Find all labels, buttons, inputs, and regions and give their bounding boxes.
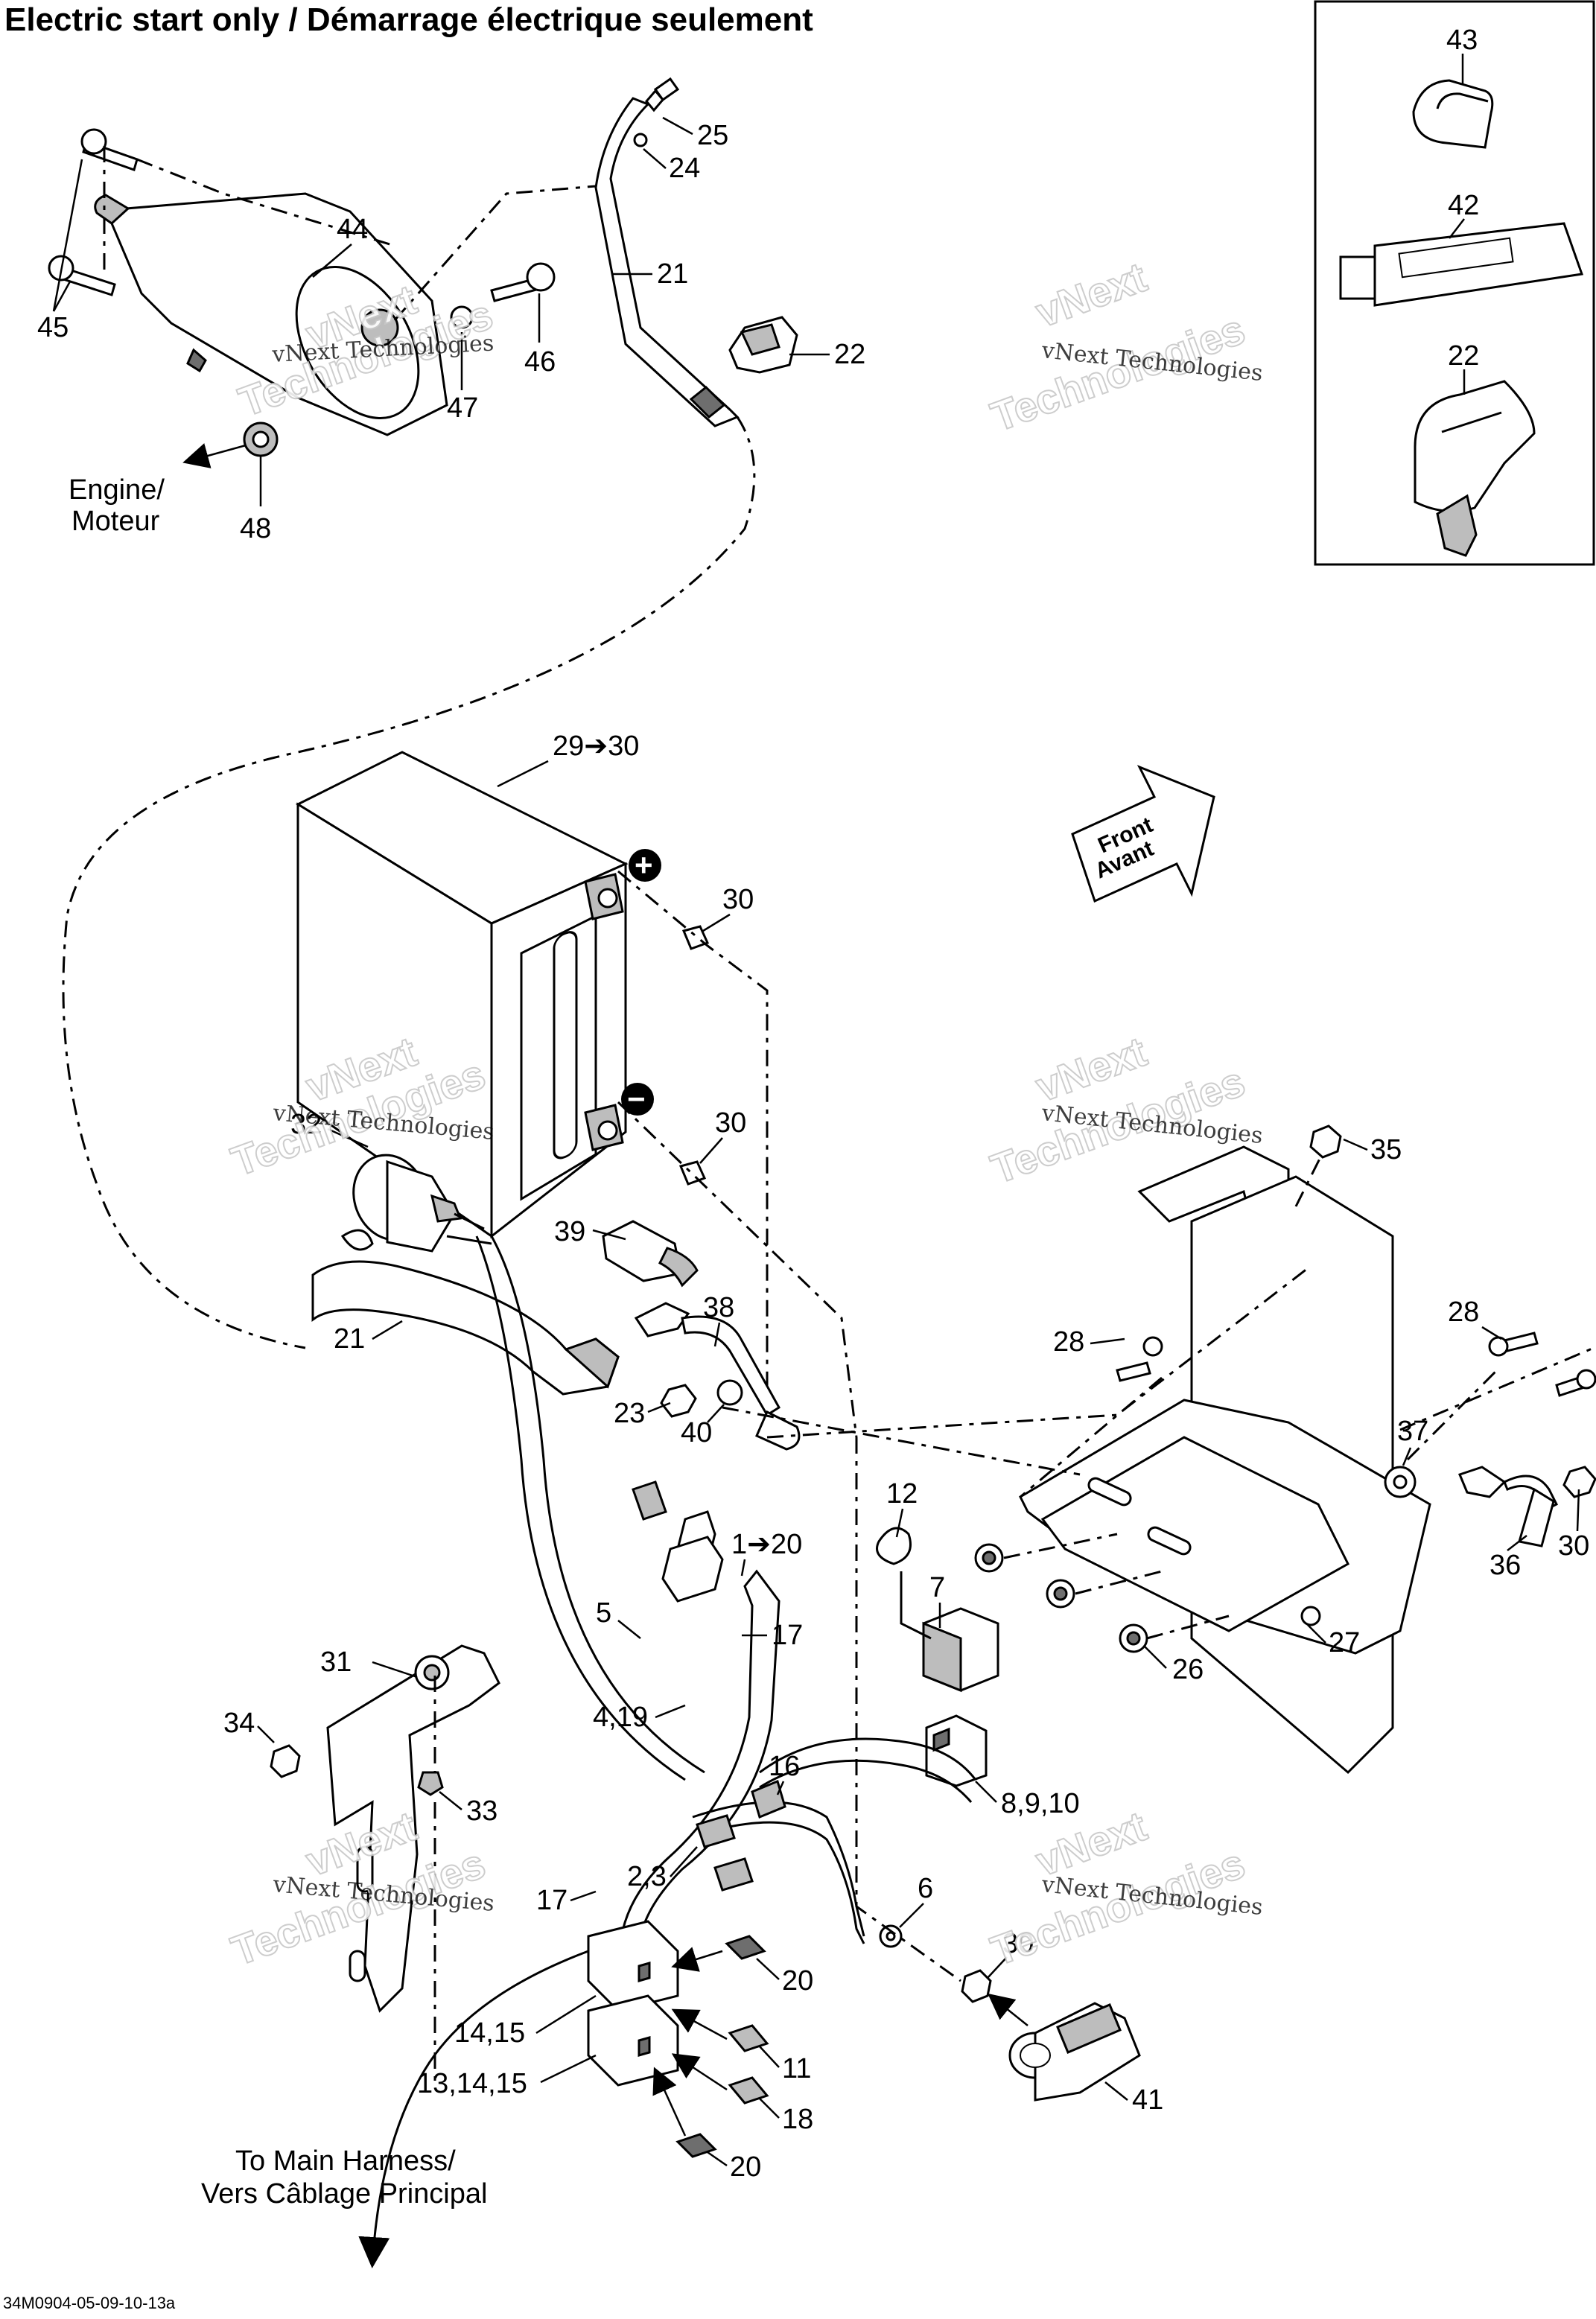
label-44: 44 — [337, 214, 368, 245]
battery-tray — [1019, 1145, 1431, 1775]
terminal-boot — [602, 1220, 699, 1288]
diagram-title: Electric start only / Démarrage électriq… — [4, 1, 813, 38]
label-45: 45 — [37, 312, 69, 343]
label-1-20: 1➔20 — [731, 1529, 802, 1560]
label-31: 31 — [320, 1647, 352, 1678]
label-33: 33 — [466, 1795, 497, 1827]
terminal-negative-symbol: − — [627, 1081, 646, 1116]
label-37: 37 — [1397, 1416, 1428, 1447]
label-30-c: 30 — [1558, 1530, 1589, 1562]
starter-bolts — [48, 128, 556, 457]
part-42-tube — [1339, 222, 1584, 307]
part-22-clip — [728, 316, 798, 374]
fuse-blocks — [587, 1920, 679, 2087]
note-harness-line1: To Main Harness/ — [235, 2145, 456, 2177]
label-22-box: 22 — [1448, 340, 1479, 372]
watermark-word1: vNext — [1030, 253, 1153, 336]
label-41: 41 — [1132, 2084, 1163, 2116]
label-40: 40 — [681, 1417, 712, 1448]
nuts-23-40 — [660, 1379, 743, 1418]
bolt-34 — [270, 1744, 301, 1778]
label-5: 5 — [596, 1597, 611, 1629]
label-36: 36 — [1490, 1550, 1521, 1581]
front-arrow: Front Avant — [1071, 765, 1215, 903]
ring-terminal-6 — [879, 1924, 903, 1948]
label-18: 18 — [782, 2104, 813, 2135]
nut-30-d — [961, 1969, 992, 2003]
label-21-top: 21 — [657, 258, 688, 290]
starter-cable-lower — [311, 1260, 620, 1396]
label-30-b: 30 — [715, 1107, 746, 1139]
label-30-a: 30 — [722, 884, 754, 915]
label-28-a: 28 — [1053, 1326, 1084, 1358]
bolts-28 — [1116, 1332, 1596, 1397]
label-17-a: 17 — [772, 1620, 803, 1651]
label-2-3: 2,3 — [627, 1861, 667, 1892]
label-6: 6 — [918, 1873, 933, 1904]
relay-assembly — [876, 1527, 999, 1787]
bolt-35 — [1309, 1124, 1342, 1159]
terminal-positive-symbol: + — [635, 847, 653, 882]
label-14-15: 14,15 — [454, 2017, 525, 2049]
battery-cable-38 — [634, 1302, 801, 1451]
fuses — [675, 1935, 769, 2158]
label-42: 42 — [1448, 190, 1479, 221]
label-22: 22 — [834, 339, 865, 370]
starter-motor — [48, 128, 597, 506]
note-engine-line1: Engine/ — [69, 474, 165, 506]
label-26: 26 — [1172, 1654, 1204, 1685]
wiring-harness — [475, 1235, 977, 1960]
star-washer-37 — [1384, 1466, 1417, 1498]
harness-bracket — [326, 1644, 500, 2013]
clip-33 — [417, 1771, 444, 1796]
starter-solenoid — [340, 1154, 492, 1253]
label-4-19: 4,19 — [593, 1702, 648, 1733]
label-47: 47 — [447, 392, 478, 424]
part-22-clip-detail — [1414, 380, 1536, 557]
drawing-id: 34M0904-05-09-10-13a — [3, 2294, 176, 2312]
label-39: 39 — [554, 1216, 585, 1247]
battery: + − — [295, 751, 661, 1239]
starter-cable-top — [62, 77, 756, 1349]
ground-cable-36 — [1457, 1466, 1559, 1547]
label-43: 43 — [1446, 25, 1478, 56]
note-harness-line2: Vers Câblage Principal — [201, 2178, 487, 2210]
label-34: 34 — [223, 1708, 255, 1739]
nut-30-c — [1562, 1466, 1596, 1498]
label-16: 16 — [769, 1751, 800, 1782]
label-12: 12 — [886, 1478, 918, 1510]
label-30-d: 30 — [1002, 1928, 1034, 1959]
label-17-b: 17 — [536, 1885, 567, 1916]
label-20-b: 20 — [730, 2151, 761, 2183]
battery-nuts — [678, 925, 710, 1186]
label-28-b: 28 — [1448, 1297, 1479, 1328]
label-27: 27 — [1329, 1627, 1360, 1658]
label-11: 11 — [782, 2053, 811, 2084]
label-8-9-10: 8,9,10 — [1001, 1788, 1080, 1819]
label-21-low: 21 — [334, 1323, 365, 1355]
label-25: 25 — [697, 120, 728, 151]
spacers-26 — [974, 1543, 1148, 1653]
note-engine-line2: Moteur — [71, 506, 160, 537]
label-38: 38 — [703, 1292, 734, 1323]
inset-box: 43 42 22 — [1314, 0, 1595, 566]
label-29-30: 29➔30 — [553, 731, 639, 762]
label-7: 7 — [929, 1572, 945, 1603]
part-43-clip — [1412, 79, 1494, 149]
label-23: 23 — [614, 1398, 645, 1429]
label-24: 24 — [669, 153, 700, 184]
label-48: 48 — [240, 513, 271, 544]
label-20-a: 20 — [782, 1965, 813, 1997]
label-35: 35 — [1370, 1134, 1402, 1165]
label-32: 32 — [290, 1109, 322, 1140]
socket-41 — [1008, 2002, 1141, 2102]
label-46: 46 — [524, 346, 556, 378]
label-13-14-15: 13,14,15 — [417, 2068, 527, 2099]
